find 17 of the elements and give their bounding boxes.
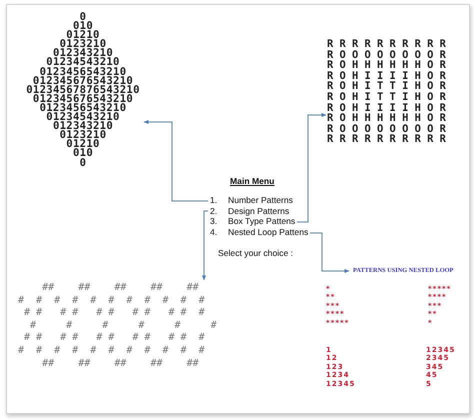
hash-design-pattern: ## ## ## ## ## # # # # # # # # # # # # # # # # # # # # # # # # # # # # # # # # # # # # # # # # # # # # # # # # # # ## ## ## ## ## xyxy=(18,282,228,370)
prompt-text: Select your choice : xyxy=(218,248,293,258)
menu-item-label: Nested Loop Pattens xyxy=(228,227,308,237)
menu-item-label: Design Patterns xyxy=(228,206,290,216)
item-number: 4. xyxy=(210,227,218,237)
number-diamond-pattern: 0 010 01210 0123210 012343210 01234543210 0123456543210 012345676543210 01234567876543210 012345676543210 0123456543210 01234543210 012343210 0123210 01210 010 0 xyxy=(18,13,148,168)
item-number: 2. xyxy=(210,206,218,216)
connector-arrow xyxy=(296,113,326,222)
letter-box-pattern: R R R R R R R R R R R O O O O O O O O R R O H H H H H H O R R O H I I I I H O R R O H I T T I H O R R O H I T T I H O R R O H I I I I H O R R O H H H H H H O R R O O O O O O O O R R R R R R R R R R R xyxy=(327,39,452,145)
connector-arrow xyxy=(202,210,208,280)
menu-item-label: Box Type Pattens xyxy=(228,216,296,226)
connector-arrow xyxy=(310,232,350,273)
item-number: 3. xyxy=(210,216,218,226)
menu-heading: Main Menu xyxy=(230,176,274,186)
menu-item-label: Number Patterns xyxy=(228,195,293,205)
item-number: 1. xyxy=(210,195,218,205)
connector-arrow xyxy=(144,120,208,202)
